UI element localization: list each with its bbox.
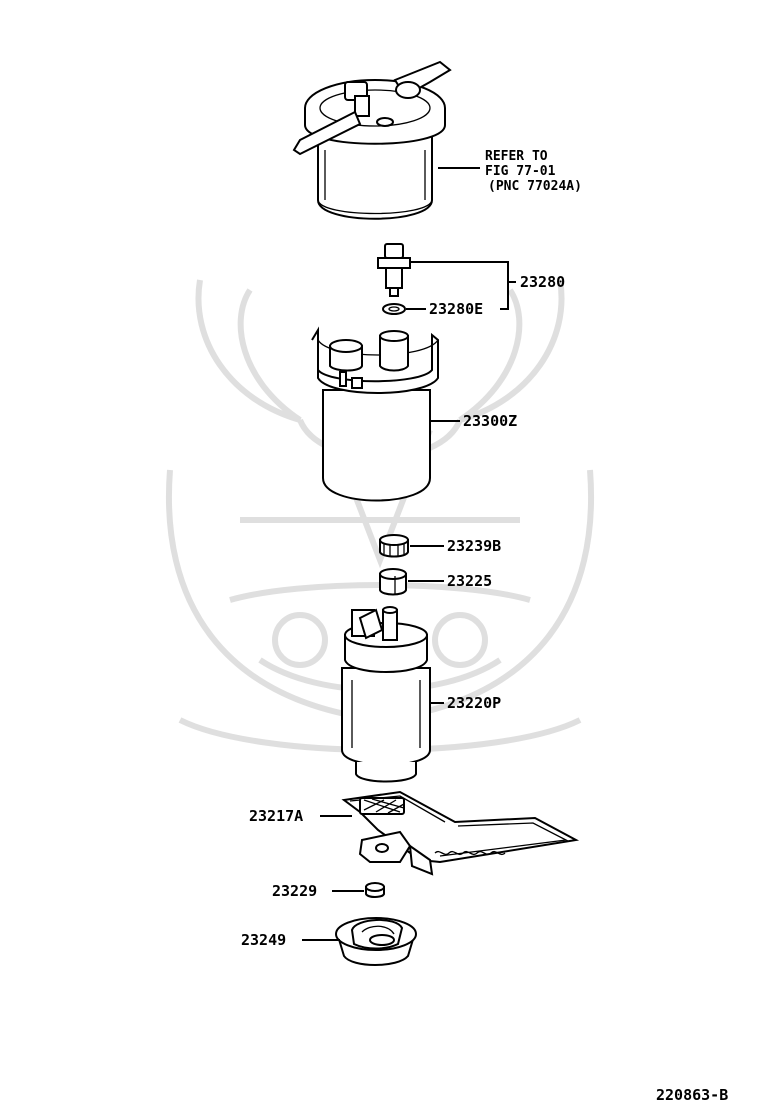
label-23239b: 23239B [447, 537, 501, 555]
callout-23249: 23249 [241, 931, 340, 949]
fuel-suction-filter [341, 790, 580, 876]
fuel-filter-assembly [292, 60, 452, 220]
fuel-filter-housing [311, 326, 439, 502]
label-23280: 23280 [520, 273, 565, 291]
fuel-pump-retainer [335, 917, 417, 966]
reference-line-2: FIG 77-01 [485, 164, 556, 179]
callout-23280e: 23280E [406, 300, 483, 318]
callout-23229: 23229 [272, 882, 364, 900]
callout-23239b: 23239B [410, 537, 501, 555]
label-23229: 23229 [272, 882, 317, 900]
label-23280e: 23280E [429, 300, 483, 318]
reference-line-1: REFER TO [485, 149, 548, 164]
callout-23280: 23280 [410, 261, 565, 310]
spacer [379, 568, 407, 596]
label-23249: 23249 [241, 931, 286, 949]
callout-23225: 23225 [408, 572, 492, 590]
clip [365, 882, 385, 898]
pressure-regulator [377, 243, 411, 297]
reference-note: REFER TO FIG 77-01 (PNC 77024A) [438, 149, 582, 194]
label-23225: 23225 [447, 572, 492, 590]
callout-23300z: 23300Z [430, 412, 517, 430]
callout-23220p: 23220P [430, 694, 501, 712]
callout-23217a: 23217A [249, 807, 352, 825]
cushion-rubber [379, 534, 409, 558]
o-ring [382, 303, 406, 315]
label-23220p: 23220P [447, 694, 501, 712]
label-23300z: 23300Z [463, 412, 517, 430]
label-23217a: 23217A [249, 807, 303, 825]
reference-line-3: (PNC 77024A) [488, 179, 582, 194]
fuel-pump [341, 606, 431, 783]
figure-code: 220863-B [656, 1086, 728, 1104]
